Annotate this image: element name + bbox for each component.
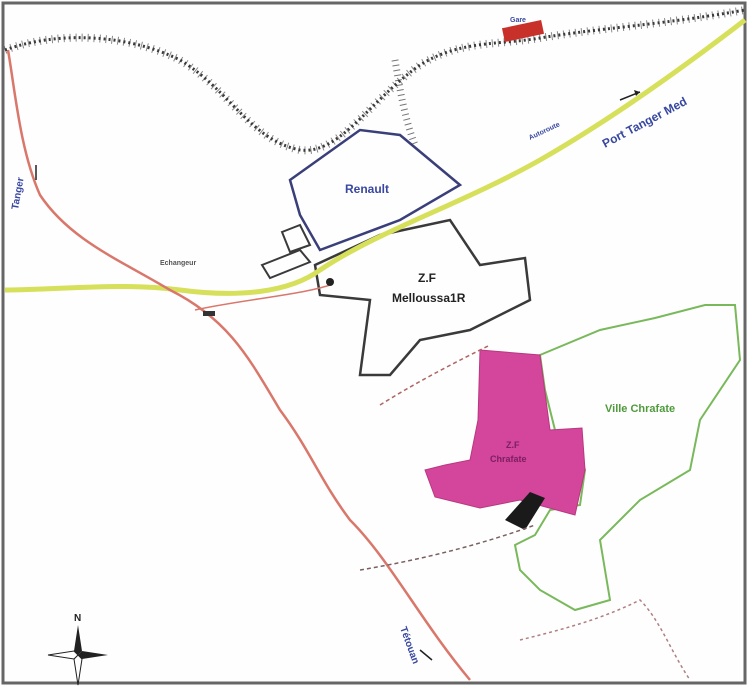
label-tetouan: Tétouan: [397, 625, 421, 665]
label-tanger: Tanger: [10, 176, 27, 210]
label-zf-pink-2: Chrafate: [490, 454, 527, 464]
label-renault: Renault: [345, 182, 389, 196]
arrow-tetouan: [419, 649, 433, 661]
renault-boundary: [288, 128, 463, 252]
label-echangeur: Echangeur: [160, 260, 196, 267]
toll-marker: [203, 311, 215, 316]
dashed-track-2: [359, 524, 536, 571]
label-port-tanger-med: Port Tanger Med: [600, 94, 689, 150]
arrow-port-head: [634, 90, 640, 96]
label-autoroute: Autoroute: [528, 121, 561, 142]
interchange-marker: [326, 278, 334, 286]
dashed-track-1: [379, 344, 491, 406]
compass-rose: N: [47, 613, 108, 686]
label-zf-pink-1: Z.F: [506, 440, 520, 450]
railway-ticks: [3, 6, 746, 155]
zf-melloussa-annex-2: [280, 223, 312, 254]
label-gare: Gare: [510, 17, 526, 24]
zf-pink-zone: [424, 349, 586, 516]
label-zf-melloussa-2: Melloussa1R: [392, 291, 466, 305]
zf-melloussa-boundary: [313, 218, 532, 377]
compass-n-label: N: [74, 613, 81, 624]
dashed-track-3: [519, 599, 691, 681]
station-gare: [501, 19, 545, 43]
road-branch: [194, 284, 331, 311]
zf-melloussa-annex: [260, 248, 312, 280]
railway-spur: [391, 59, 419, 147]
label-ville-chrafate: Ville Chrafate: [605, 403, 675, 415]
dark-block: [505, 492, 545, 530]
highway-line: [4, 18, 747, 296]
label-zf-melloussa-1: Z.F: [418, 271, 436, 285]
national-road: [6, 49, 471, 681]
